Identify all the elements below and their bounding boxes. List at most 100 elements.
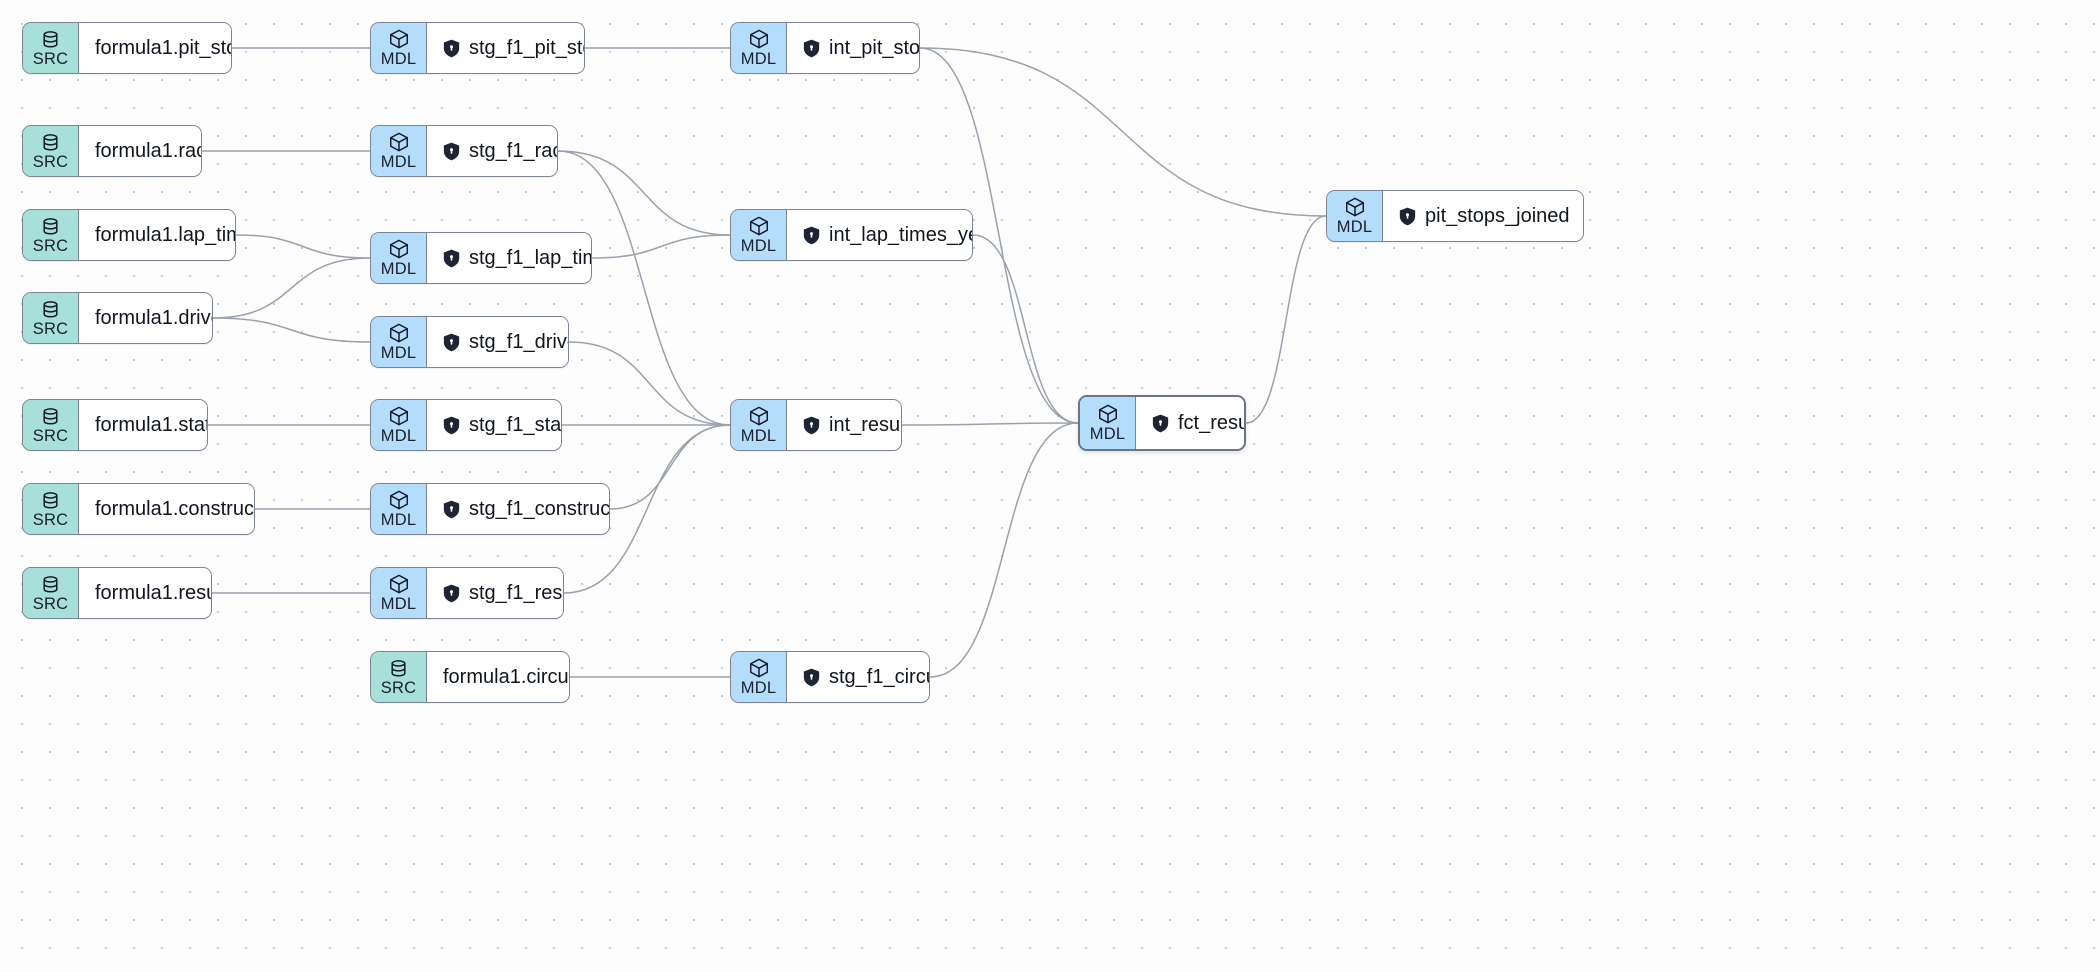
cube-icon — [388, 131, 410, 153]
shield-icon — [1152, 414, 1169, 433]
graph-node-stg_pit_stops[interactable]: MDL stg_f1_pit_stops — [370, 22, 585, 74]
node-body: formula1.results — [79, 568, 211, 618]
node-body: stg_f1_circuits — [787, 652, 929, 702]
model-type-badge: MDL — [1327, 191, 1383, 241]
cube-icon — [1097, 403, 1119, 425]
database-cylinder-icon — [40, 490, 61, 511]
shield-icon — [803, 668, 820, 687]
edge-stg_drivers-to-int_results — [568, 341, 731, 426]
shield-icon — [1399, 207, 1416, 226]
cube-icon — [748, 657, 770, 679]
node-type-label: MDL — [380, 595, 417, 614]
shield-icon — [443, 142, 460, 161]
node-type-label: SRC — [32, 426, 69, 445]
cube-icon — [388, 322, 410, 344]
edge-int_pit_stops-to-pit_stops_joined — [919, 47, 1327, 217]
node-label: pit_stops_joined — [1425, 205, 1570, 227]
source-type-badge: SRC — [23, 23, 79, 73]
node-label: formula1.results — [95, 582, 211, 604]
node-label: stg_f1_constructors — [469, 498, 610, 520]
node-type-label: SRC — [32, 236, 69, 255]
edge-int_results-to-fct_results — [901, 422, 1079, 426]
graph-node-src_status[interactable]: SRC formula1.status — [22, 399, 208, 451]
node-type-label: MDL — [380, 260, 417, 279]
node-label: formula1.pit_stops — [95, 37, 231, 59]
node-label: stg_f1_status — [469, 414, 562, 436]
cube-icon — [388, 573, 410, 595]
node-type-label: MDL — [380, 511, 417, 530]
graph-node-int_results[interactable]: MDL int_results — [730, 399, 902, 451]
cube-icon — [1344, 196, 1366, 218]
model-type-badge: MDL — [371, 23, 427, 73]
shield-icon — [803, 226, 820, 245]
shield-icon — [803, 39, 820, 58]
model-type-badge: MDL — [371, 484, 427, 534]
database-cylinder-icon — [40, 299, 61, 320]
graph-node-src_constructors[interactable]: SRC formula1.constructors — [22, 483, 255, 535]
graph-node-src_pit_stops[interactable]: SRC formula1.pit_stops — [22, 22, 232, 74]
database-cylinder-icon — [40, 132, 61, 153]
source-type-badge: SRC — [23, 400, 79, 450]
shield-icon — [443, 500, 460, 519]
graph-node-src_results[interactable]: SRC formula1.results — [22, 567, 212, 619]
shield-icon — [443, 39, 460, 58]
database-cylinder-icon — [40, 29, 61, 50]
node-label: stg_f1_races — [469, 140, 557, 162]
edge-src_drivers-to-stg_drivers — [212, 317, 371, 343]
database-cylinder-icon — [40, 216, 61, 237]
cube-icon — [388, 489, 410, 511]
node-type-label: MDL — [1089, 425, 1126, 444]
node-body: formula1.status — [79, 400, 207, 450]
node-body: stg_f1_status — [427, 400, 562, 450]
graph-node-int_pit_stops[interactable]: MDL int_pit_stops — [730, 22, 920, 74]
node-body: pit_stops_joined — [1383, 191, 1583, 241]
cube-icon — [388, 405, 410, 427]
node-body: stg_f1_drivers — [427, 317, 568, 367]
edge-src_drivers-to-stg_lap_times — [212, 257, 371, 319]
node-type-label: MDL — [380, 427, 417, 446]
node-body: formula1.circuits — [427, 652, 569, 702]
node-body: int_lap_times_years — [787, 210, 972, 260]
graph-node-pit_stops_joined[interactable]: MDL pit_stops_joined — [1326, 190, 1584, 242]
node-body: stg_f1_races — [427, 126, 557, 176]
graph-node-stg_constructors[interactable]: MDL stg_f1_constructors — [370, 483, 610, 535]
node-type-label: MDL — [1336, 218, 1373, 237]
node-body: stg_f1_pit_stops — [427, 23, 584, 73]
node-label: int_results — [829, 414, 901, 436]
model-type-badge: MDL — [731, 400, 787, 450]
edge-stg_races-to-int_results — [557, 150, 731, 426]
model-type-badge: MDL — [371, 568, 427, 618]
source-type-badge: SRC — [23, 484, 79, 534]
node-body: int_results — [787, 400, 901, 450]
node-label: int_pit_stops — [829, 37, 920, 59]
node-label: stg_f1_drivers — [469, 331, 568, 353]
node-label: stg_f1_pit_stops — [469, 37, 584, 59]
shield-icon — [443, 416, 460, 435]
graph-node-stg_status[interactable]: MDL stg_f1_status — [370, 399, 562, 451]
node-label: formula1.drivers — [95, 307, 212, 329]
node-body: formula1.races — [79, 126, 201, 176]
source-type-badge: SRC — [23, 210, 79, 260]
edge-stg_constructors-to-int_results — [609, 424, 731, 510]
node-body: formula1.constructors — [79, 484, 254, 534]
model-type-badge: MDL — [731, 23, 787, 73]
source-type-badge: SRC — [23, 126, 79, 176]
node-type-label: SRC — [32, 510, 69, 529]
source-type-badge: SRC — [23, 568, 79, 618]
node-type-label: SRC — [32, 49, 69, 68]
node-type-label: MDL — [740, 50, 777, 69]
model-type-badge: MDL — [731, 652, 787, 702]
